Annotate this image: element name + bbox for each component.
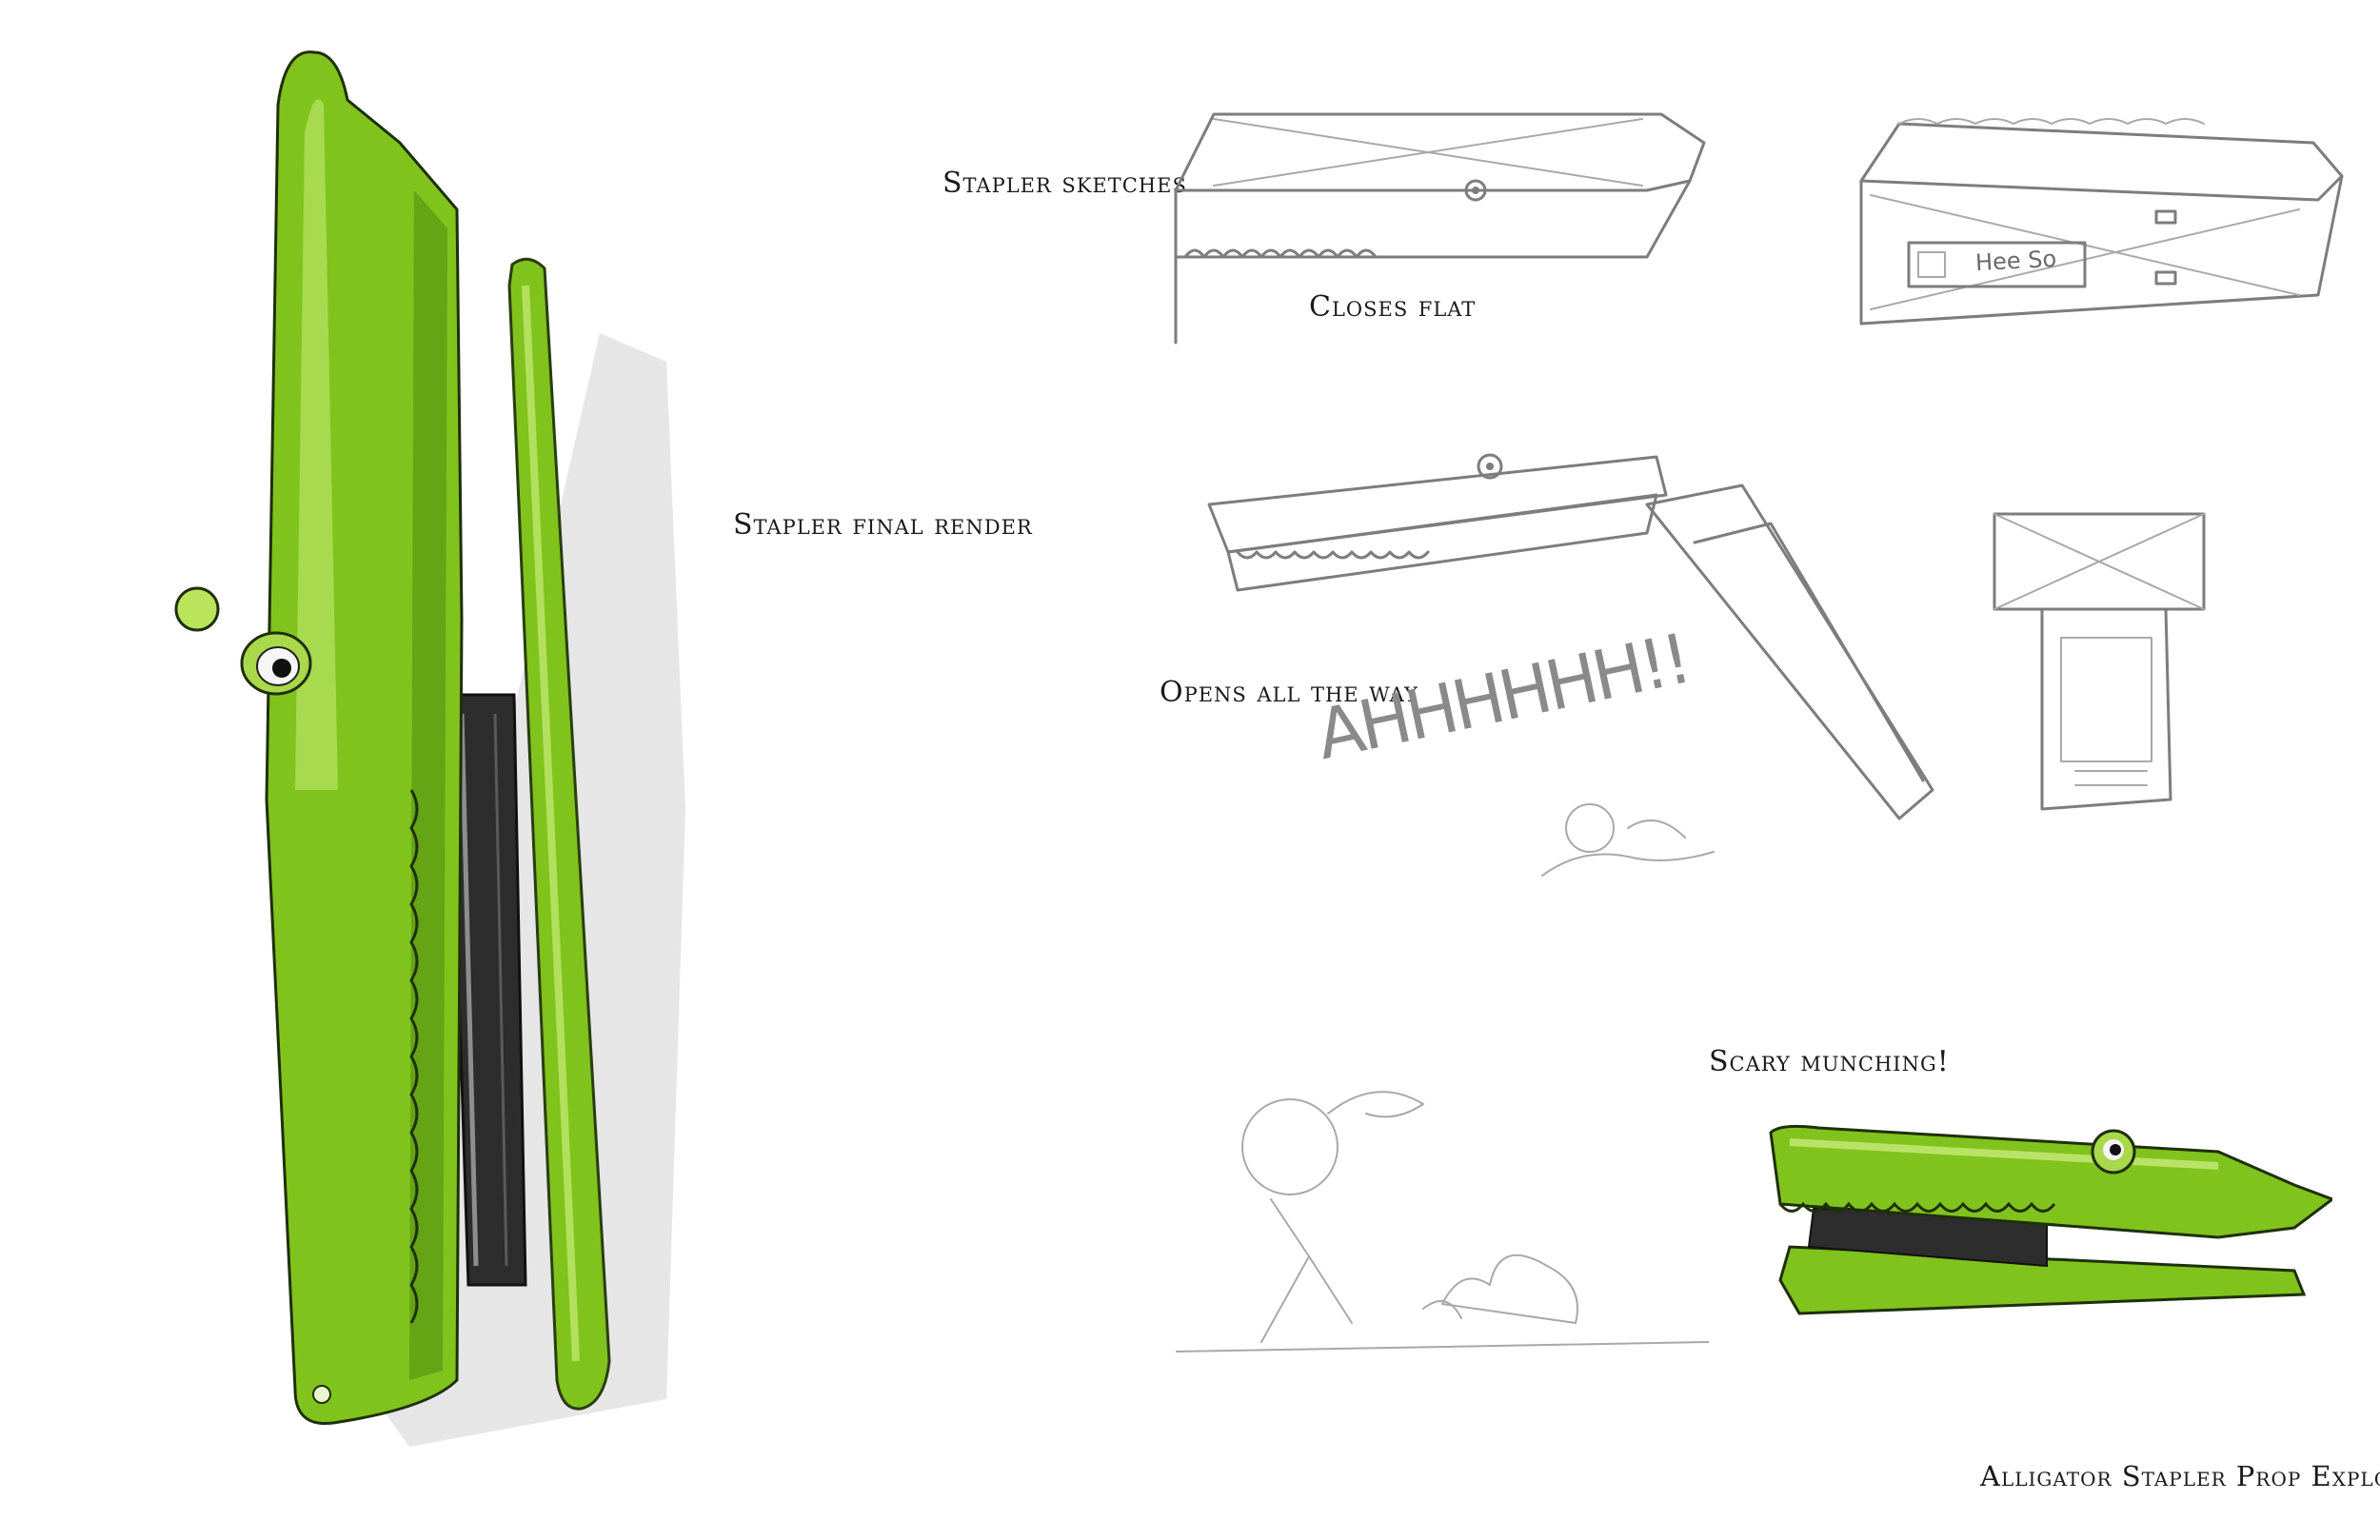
- page-title: Alligator Stapler Prop Exploration: [1980, 1460, 2380, 1492]
- sketch-name-tag-text: Hee So: [1974, 245, 2057, 277]
- sketch-closes-flat: [1157, 86, 1709, 352]
- label-stapler-final-render: Stapler final render: [733, 508, 1033, 542]
- sketch-front-view: [1985, 495, 2213, 828]
- label-scary-munching: Scary munching!: [1709, 1045, 1950, 1078]
- label-closes-flat: Closes flat: [1309, 290, 1477, 324]
- eye-icon: [174, 586, 220, 632]
- sketch-name-tag-view: Hee So: [1842, 105, 2356, 333]
- sketch-girl-running: [1176, 1066, 1709, 1371]
- label-stapler-sketches: Stapler sketches: [942, 167, 1187, 200]
- label-opens-all-the-way: Opens all the way: [1160, 676, 1418, 709]
- sketch-opens-all-the-way: AHHHHHH!!: [1200, 438, 1980, 885]
- stapler-final-render: [171, 48, 743, 1456]
- stapler-munching-render: [1761, 1114, 2332, 1333]
